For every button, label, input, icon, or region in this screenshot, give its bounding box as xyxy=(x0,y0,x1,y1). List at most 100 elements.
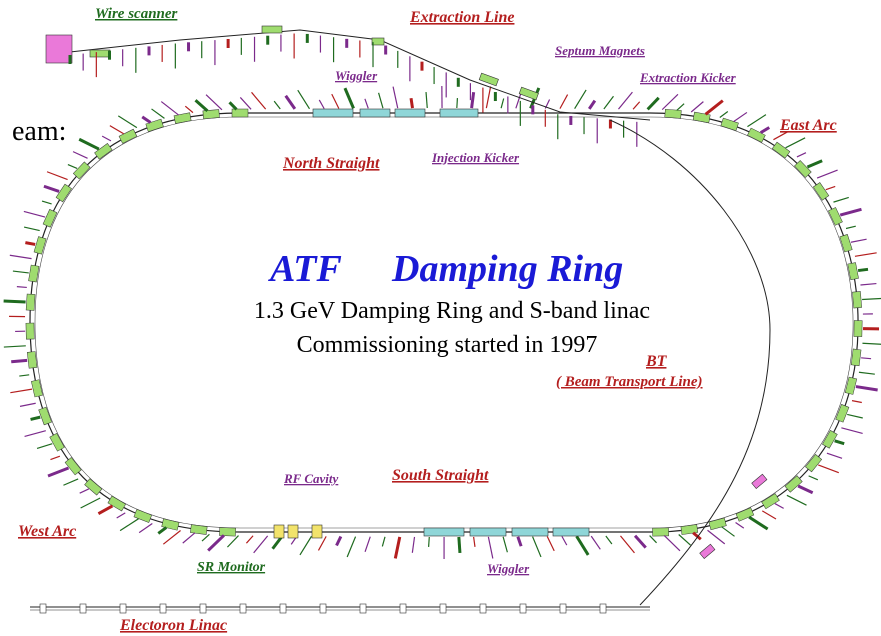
ring-element-tick xyxy=(343,87,355,109)
ring-element-tick xyxy=(23,210,46,218)
label-wiggler-bottom: Wiggler xyxy=(487,561,530,576)
ring-element-tick xyxy=(299,535,313,556)
ring-element-tick xyxy=(786,494,807,506)
ring-element-tick xyxy=(318,99,325,109)
bend-magnet xyxy=(822,430,838,449)
bend-magnet xyxy=(64,457,82,476)
ring-element-tick xyxy=(649,535,657,544)
ring-element-tick xyxy=(428,536,430,548)
bend-magnet xyxy=(55,183,72,203)
ring-element-tick xyxy=(797,484,814,495)
linac-segment xyxy=(519,603,527,614)
ring-element-tick xyxy=(456,97,459,109)
ring-element-tick xyxy=(245,535,254,544)
ring-element-tick xyxy=(19,402,36,407)
ring-element-tick xyxy=(816,169,838,179)
extraction-line xyxy=(45,25,651,147)
ring-element-tick xyxy=(502,536,508,553)
linac-segment xyxy=(319,603,327,614)
ring-element-tick xyxy=(251,91,267,110)
ring-element-tick xyxy=(201,533,210,542)
ring-element-tick xyxy=(19,374,30,377)
ring-element-tick xyxy=(331,93,340,109)
ring-element-tick xyxy=(632,101,641,110)
bend-magnet xyxy=(25,322,35,340)
ring-element-tick xyxy=(67,164,78,170)
title-damping-ring: Damping Ring xyxy=(391,248,623,290)
bend-magnet xyxy=(26,351,38,369)
ring-element-tick xyxy=(117,115,138,129)
ring-element-tick xyxy=(284,94,297,110)
ring-element-tick xyxy=(47,466,70,478)
ring-element-tick xyxy=(515,92,522,109)
ring-element-tick xyxy=(97,504,114,516)
ring-element-tick xyxy=(160,101,180,116)
subtitle-line2: Commissioning started in 1997 xyxy=(297,332,598,358)
ring-element-tick xyxy=(834,439,845,446)
ring-element-tick xyxy=(559,94,569,109)
ring-element-tick xyxy=(79,488,90,494)
ring-element-tick xyxy=(226,535,239,548)
ring-element-tick xyxy=(735,521,745,529)
label-septum-magnets: Septum Magnets xyxy=(555,43,645,58)
ring-element-tick xyxy=(141,115,152,124)
ring-element-tick xyxy=(3,345,26,348)
ring-element-tick xyxy=(239,97,252,110)
ring-element-tick xyxy=(618,91,633,110)
label-extraction-line: Extraction Line xyxy=(409,9,514,26)
ring-element-tick xyxy=(378,92,384,109)
ring-element-tick xyxy=(485,86,492,109)
bend-magnet xyxy=(828,207,843,226)
bend-magnet xyxy=(664,108,682,119)
ring-element-tick xyxy=(457,536,462,554)
bend-magnet xyxy=(747,127,766,143)
ring-element-tick xyxy=(858,371,875,375)
bend-magnet xyxy=(850,348,862,367)
ring-element-tick xyxy=(36,443,53,450)
linac-segment xyxy=(239,603,247,614)
bend-magnet xyxy=(219,527,236,537)
ring-element-tick xyxy=(759,126,771,134)
bend-magnet xyxy=(852,291,862,309)
ring-element-tick xyxy=(663,535,681,552)
bend-magnet xyxy=(784,475,803,493)
ring-element-tick xyxy=(826,452,843,459)
ring-element-tick xyxy=(818,464,839,474)
ring-element-tick xyxy=(317,536,327,551)
ring-element-tick xyxy=(151,108,165,119)
ring-element-tick xyxy=(825,185,836,191)
ring-element-tick xyxy=(761,510,777,520)
bend-magnet xyxy=(190,524,208,535)
ring-element-tick xyxy=(157,526,168,535)
ring-element-tick xyxy=(72,151,88,159)
bend-magnet xyxy=(38,406,52,426)
ring-element-tick xyxy=(692,531,702,541)
ring-element-tick xyxy=(620,535,635,554)
ring-element-tick xyxy=(119,518,139,532)
ring-element-tick xyxy=(116,512,126,519)
ring-element-tick xyxy=(603,95,614,110)
bend-magnet xyxy=(49,432,65,452)
label-rf-cavity: RF Cavity xyxy=(283,471,339,486)
linac-segment xyxy=(279,603,287,614)
bend-magnet xyxy=(42,209,58,228)
label-east-arc: East Arc xyxy=(779,117,837,134)
ring-element-tick xyxy=(16,286,27,289)
ring-element-tick xyxy=(633,534,647,549)
beam-transport-line xyxy=(609,119,771,606)
linac-segment xyxy=(399,603,407,614)
label-south-straight: South Straight xyxy=(392,467,489,484)
bend-magnet xyxy=(28,264,40,283)
label-extraction-kicker: Extraction Kicker xyxy=(639,70,737,85)
ring-element-tick xyxy=(335,535,343,547)
ring-element-tick xyxy=(646,96,660,111)
ring-element-tick xyxy=(532,536,542,558)
ring-element-tick xyxy=(409,97,414,109)
ring-element-tick xyxy=(733,111,748,123)
rf-cavities xyxy=(273,524,323,539)
ring-element-tick xyxy=(364,536,371,553)
ring-element-tick xyxy=(678,534,691,546)
ring-element-tick xyxy=(808,475,819,481)
label-wiggler-top: Wiggler xyxy=(335,68,378,83)
